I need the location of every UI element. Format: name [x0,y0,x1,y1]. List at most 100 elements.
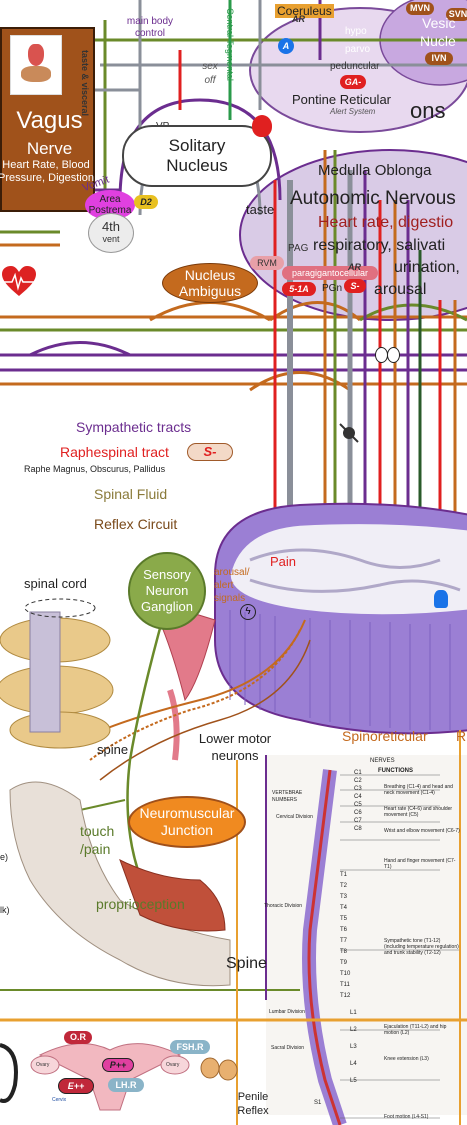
solitary-line1: Solitary [169,136,226,156]
raphe-names-label: Raphe Magnus, Obscurus, Pallidus [24,464,165,474]
sensory-line3: Ganglion [141,599,193,615]
vertebra-label: T10 [340,971,350,977]
arousal-label: arousal [374,281,426,299]
s-minus-medulla-tag: S- [344,279,366,293]
vertebra-label: C6 [354,810,362,816]
neuromuscular-line1: Neuromuscular [140,805,235,822]
lumbar-division: Lumbar Division [269,1009,305,1015]
mouth-icon [252,115,272,137]
neuromuscular-line2: Junction [161,822,213,839]
function-label: Wrist and elbow movement (C6-7) [384,828,462,834]
lh-tag: LH.R [108,1078,144,1092]
vertebra-label: C5 [354,802,362,808]
vagus-subtitle: Nerve [2,139,97,159]
vertebra-label: C7 [354,818,362,824]
sacral-division: Sacral Division [271,1045,304,1051]
vertebra-label: T6 [340,927,347,933]
solitary-nucleus: Solitary Nucleus [122,125,272,187]
vertebra-label: T2 [340,883,347,889]
lk-mark-label: lk) [0,905,10,915]
pgn-label: PGn [322,283,342,294]
function-label: Ejaculation (T11-L2) and hip motion (L2) [384,1024,462,1036]
vertebra-label: S1 [314,1100,321,1106]
vertebra-label: T4 [340,905,347,911]
medulla-title: Medulla Oblonga [318,162,431,179]
sex-off-label: sex off [198,60,222,88]
runner-icon [434,590,448,608]
neuromuscular-junction: Neuromuscular Junction [128,796,246,848]
vertebra-label: T9 [340,960,347,966]
fourth-ventricle: 4th vent [88,213,134,253]
lightning-icon: ϟ [240,604,256,620]
lower-motor-neurons-label: Lower motor neurons [192,730,278,764]
vertebrae-header: VERTEBRAE NUMBERS [272,790,312,804]
solitary-line2: Nucleus [166,156,227,176]
vertebra-label: C2 [354,778,362,784]
p-plus-tag: P++ [102,1058,134,1072]
five-ha-tag: 5-1A [282,282,316,296]
fourth-label: 4th [102,221,120,233]
a-tag: A [278,38,294,54]
organs-image [10,35,62,95]
vertebra-label: C1 [354,770,362,776]
ar-medulla-label: AR [348,262,361,272]
sympathetic-tracts-label: Sympathetic tracts [76,419,191,435]
pag-label: PAG [288,243,308,254]
satellite-icon [338,422,360,444]
vertebra-label: T3 [340,894,347,900]
vertebra-label: T12 [340,993,350,999]
function-label: Breathing (C1-4) and head and neck movem… [384,784,462,796]
fsh-tag: FSH.R [170,1040,210,1054]
function-label: Foot motion (L4-S1) [384,1114,462,1120]
vertebra-label: L4 [350,1061,357,1067]
d2-tag: D2 [134,195,158,209]
reflex-circuit-label: Reflex Circuit [94,516,177,532]
penile-line2: Reflex [237,1105,268,1117]
spine-label: spine [97,742,128,757]
sensory-line2: Neuron [146,583,189,599]
spinal-cord-label: spinal cord [24,576,87,591]
vertebra-label: T7 [340,938,347,944]
ovary-left-label: Ovary [36,1062,49,1068]
e-mark-label: e) [0,852,8,862]
alert-system-label: Alert System [330,107,375,116]
function-label: Knee extension (L3) [384,1056,462,1062]
ons-label: ons [410,98,445,124]
vertebra-label: L2 [350,1027,357,1033]
vertebra-label: T11 [340,982,350,988]
hypo-label: hypo [345,26,367,37]
eyes-icon [375,347,401,361]
taste-label: taste [246,202,274,217]
penile-line1: Penile [238,1091,269,1103]
function-label: Heart rate (C4-6) and shoulder movement … [384,806,462,818]
ar-top-label: AR [292,14,305,24]
proprioception-label: proprioception [96,896,185,912]
vertebra-label: L1 [350,1010,357,1016]
sensory-neuron-ganglion: Sensory Neuron Ganglion [128,552,206,630]
functions-header: FUNCTIONS [378,768,413,774]
pontine-reticular-label: Pontine Reticular [292,92,391,107]
pain-label: Pain [270,554,296,569]
vertebra-label: C8 [354,826,362,832]
respiratory-label: respiratory, salivati [313,237,445,255]
r-label: R [456,728,466,744]
vertebra-label: T5 [340,916,347,922]
spinoreticular-label: Spinoreticular [342,728,428,744]
urination-label: urination, [394,259,460,277]
vertebra-label: C4 [354,794,362,800]
mvn-tag: MVN [406,2,434,15]
nucle-label: Nucle [420,33,456,49]
nucleus-ambiguus: Nucleus Ambiguus [162,263,258,303]
vagus-description: Heart Rate, Blood Pressure, Digestion [0,159,96,185]
e-plus-tag: E++ [58,1078,94,1094]
ovary-right-label: Ovary [166,1062,179,1068]
nerves-header: NERVES [370,758,395,764]
cervical-division: Cervical Division [276,814,313,820]
sensory-line1: Sensory [143,567,191,583]
ambiguus-line1: Nucleus [185,267,236,283]
function-label: Sympathetic tone (T1-12) (including temp… [384,938,462,956]
paragigantocellular-tag: paragigantocellular [282,266,378,280]
area-label: Area [99,194,120,205]
peduncular-label: peduncular [330,61,379,72]
